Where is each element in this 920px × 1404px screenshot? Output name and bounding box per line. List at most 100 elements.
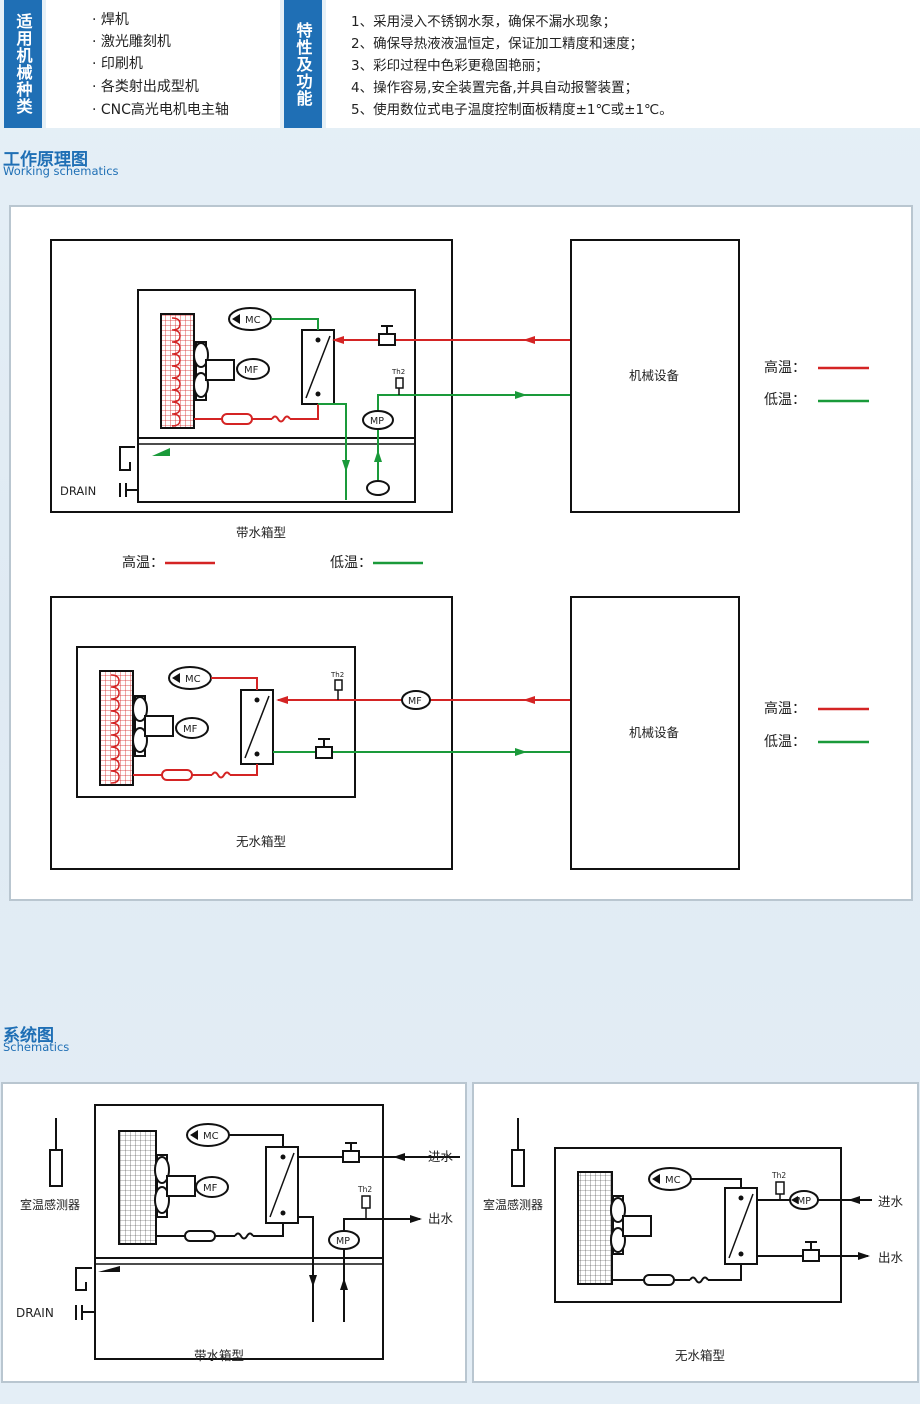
capillary-icon bbox=[234, 1232, 254, 1240]
unit-box bbox=[50, 596, 453, 870]
condenser-icon bbox=[577, 1171, 613, 1285]
feature-item: 3、彩印过程中色彩更稳固艳丽； bbox=[351, 58, 549, 74]
working-title: 工作原理图 bbox=[3, 150, 88, 170]
equipment-box bbox=[570, 239, 740, 513]
feature-item: 1、采用浸入不锈钢水泵，确保不漏水现象； bbox=[351, 14, 617, 30]
filter-icon bbox=[221, 413, 253, 425]
features-label: 特性及功能 bbox=[284, 0, 322, 128]
unit-box bbox=[554, 1147, 842, 1303]
compressor-icon: MC bbox=[186, 1123, 230, 1147]
sensor-icon: Th2 bbox=[330, 671, 344, 700]
features-panel: 1、采用浸入不锈钢水泵，确保不漏水现象； 2、确保导热液液温恒定，保证加工精度和… bbox=[326, 0, 920, 128]
diagram-label: 机械设备 bbox=[629, 368, 680, 383]
sensor-icon: Th2 bbox=[357, 1185, 372, 1219]
capillary-icon bbox=[211, 771, 231, 779]
feature-item: 4、操作容易,安全装置完备,并具自动报警装置； bbox=[351, 80, 639, 96]
sensor-icon: Th2 bbox=[771, 1171, 786, 1200]
machine-item: · CNC高光电机电主轴 bbox=[92, 102, 229, 118]
caption: 无水箱型 bbox=[236, 834, 286, 849]
diagram-label: Th2 bbox=[391, 368, 405, 376]
filter-icon bbox=[643, 1274, 675, 1286]
drain-label: DRAIN bbox=[16, 1306, 54, 1320]
sensor-label: 室温感测器 bbox=[20, 1197, 80, 1212]
condenser-icon bbox=[160, 313, 195, 429]
pump-icon: MP bbox=[789, 1190, 819, 1210]
inlet-label: 进水 bbox=[428, 1149, 454, 1164]
valve-icon bbox=[802, 1241, 820, 1262]
diagram-label: MP bbox=[797, 1196, 811, 1207]
fan-icon bbox=[154, 1154, 196, 1218]
diagram-label: 机械设备 bbox=[629, 725, 680, 740]
diagram-label: MC bbox=[665, 1175, 681, 1186]
heat-exchanger-icon bbox=[724, 1187, 758, 1265]
feature-item: 5、使用数位式电子温度控制面板精度±1℃或±1℃。 bbox=[351, 102, 673, 118]
caption: 带水箱型 bbox=[194, 1348, 244, 1363]
filter-icon bbox=[161, 769, 193, 781]
pump-icon: MP bbox=[362, 410, 394, 430]
fan-icon bbox=[193, 341, 235, 401]
fan-motor-icon: MF bbox=[401, 690, 431, 710]
outlet-label: 出水 bbox=[878, 1250, 904, 1265]
compressor-icon: MC bbox=[168, 666, 212, 690]
diagram-label: MF bbox=[244, 365, 259, 376]
legend-high: 高温： bbox=[122, 554, 164, 571]
legend-high: 高温： bbox=[764, 700, 806, 717]
filter-icon bbox=[184, 1230, 216, 1242]
legend-low: 低温： bbox=[764, 392, 806, 408]
diagram-label: Th2 bbox=[771, 1171, 786, 1180]
machine-item: · 各类射出成型机 bbox=[92, 79, 199, 95]
heat-exchanger-icon bbox=[301, 329, 335, 405]
caption: 无水箱型 bbox=[675, 1348, 725, 1363]
working-subtitle: Working schematics bbox=[3, 164, 119, 178]
equipment-box bbox=[570, 596, 740, 870]
valve-icon bbox=[315, 738, 333, 759]
diagram-label: Th2 bbox=[330, 671, 344, 679]
fan-motor-icon: MF bbox=[236, 358, 270, 380]
water-level-icon bbox=[98, 1266, 120, 1272]
unit-box bbox=[94, 1104, 384, 1360]
tank-inlet-icon bbox=[366, 480, 390, 496]
diagram-label: MP bbox=[370, 416, 384, 427]
capillary-icon bbox=[689, 1276, 709, 1284]
diagram-label: MF bbox=[183, 724, 198, 735]
fan-motor-icon: MF bbox=[195, 1176, 229, 1198]
valve-icon bbox=[378, 325, 396, 346]
diagram-label: Th2 bbox=[357, 1185, 372, 1194]
legend-low: 低温： bbox=[330, 555, 372, 571]
machine-item: · 激光雕刻机 bbox=[92, 34, 171, 50]
sensor-icon: Th2 bbox=[391, 368, 405, 395]
level-gauge-icon bbox=[119, 446, 135, 471]
heat-exchanger-icon bbox=[265, 1146, 299, 1224]
machine-item: · 印刷机 bbox=[92, 56, 143, 72]
water-level-icon bbox=[152, 448, 170, 456]
drain-valve-icon bbox=[119, 483, 138, 497]
diagram-label: MC bbox=[203, 1131, 219, 1142]
outlet-label: 出水 bbox=[428, 1211, 454, 1226]
system-subtitle: Schematics bbox=[3, 1040, 70, 1054]
diagram-label: MF bbox=[203, 1183, 218, 1194]
inner-box bbox=[76, 646, 356, 798]
capillary-icon bbox=[271, 415, 291, 423]
fan-icon bbox=[610, 1195, 652, 1255]
system-panel-left bbox=[1, 1082, 467, 1383]
compressor-icon: MC bbox=[228, 307, 272, 331]
inlet-label: 进水 bbox=[878, 1194, 904, 1209]
diagram-label: MF bbox=[408, 696, 422, 707]
heat-exchanger-icon bbox=[240, 689, 274, 765]
fan-icon bbox=[132, 695, 174, 757]
machines-label: 适用机械种类 bbox=[4, 0, 42, 128]
system-title: 系统图 bbox=[3, 1026, 54, 1046]
diagram-label: MC bbox=[245, 315, 261, 326]
valve-icon bbox=[342, 1142, 360, 1163]
drain-valve-icon bbox=[75, 1305, 95, 1320]
drain-label: DRAIN bbox=[60, 484, 96, 498]
caption: 带水箱型 bbox=[236, 525, 286, 540]
machine-item: · 焊机 bbox=[92, 12, 129, 28]
condenser-icon bbox=[118, 1130, 157, 1245]
feature-item: 2、确保导热液液温恒定，保证加工精度和速度； bbox=[351, 36, 644, 52]
machines-panel: · 焊机 · 激光雕刻机 · 印刷机 · 各类射出成型机 · CNC高光电机电主… bbox=[46, 0, 280, 128]
pump-icon: MP bbox=[328, 1230, 360, 1250]
working-frame bbox=[9, 205, 913, 901]
level-gauge-icon bbox=[75, 1267, 92, 1291]
